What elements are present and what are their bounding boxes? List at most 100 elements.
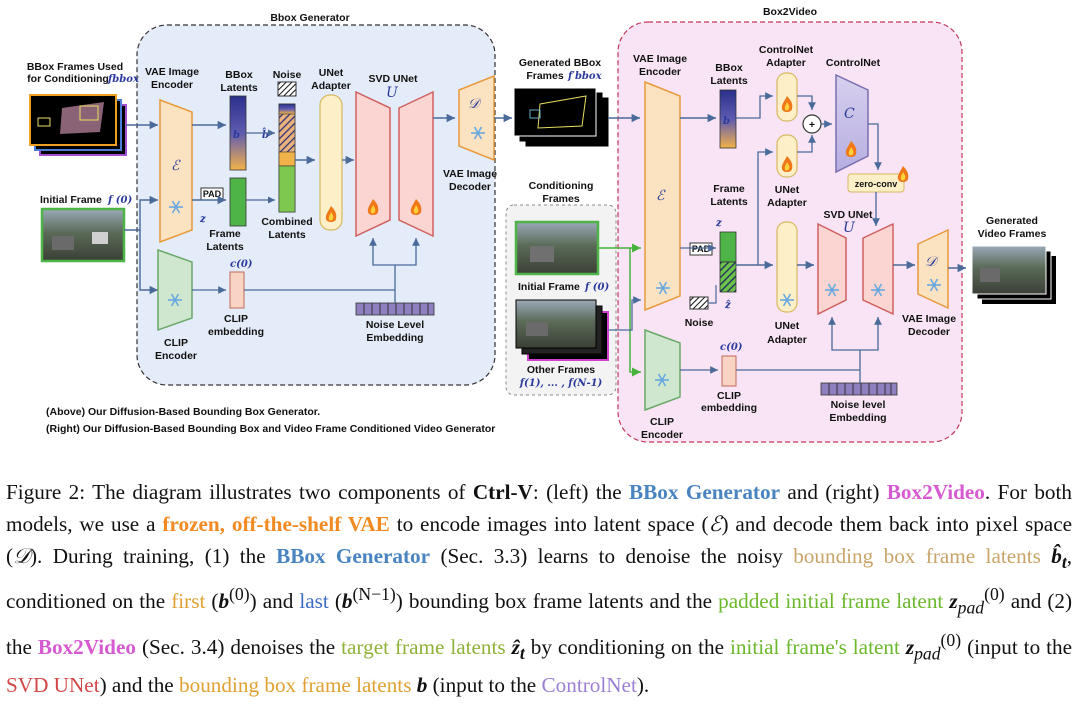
- b2v-bbox-latents-label-1: BBox: [715, 62, 743, 74]
- b-hat-symbol: b̂: [262, 128, 269, 141]
- clip-embedding-block: [229, 271, 245, 309]
- bbox-frames-stack: [29, 94, 127, 156]
- b2v-noise-level-embedding-bar: [820, 382, 898, 396]
- other-frames-idx: f(1), ... , f(N-1): [519, 378, 603, 389]
- encoder-symbol: ℰ: [171, 158, 181, 174]
- noise-block: [277, 81, 297, 97]
- b2v-z-pad-symbol: z: [715, 218, 722, 229]
- b2v-unet-adapter-label-1: UNet: [775, 184, 800, 196]
- b2v-svd-unet-encoder: [817, 222, 847, 316]
- b2v-frame-latents-label-2: Latents: [710, 196, 748, 208]
- arrow-frame-to-clip: [139, 230, 158, 295]
- vae-decoder-block: [458, 74, 495, 162]
- right-note: (Right) Our Diffusion-Based Bounding Box…: [46, 423, 495, 435]
- arrow-frame-to-encoder: [124, 195, 158, 231]
- combined-latents-label-1: Combined: [261, 216, 312, 228]
- b2v-noise-label: Noise: [685, 317, 714, 329]
- bbox-latents-label-1: BBox: [225, 69, 253, 81]
- b-symbol: b: [233, 130, 240, 141]
- b2v-unet-adapter-b-label-2: Adapter: [767, 334, 807, 346]
- controlnet-block: [835, 73, 869, 174]
- b2v-clip-embedding-block: [721, 355, 737, 387]
- generated-bbox-label-2: Frames: [526, 70, 564, 82]
- architecture-diagram: Bbox Generator Box2Video BBox Frames Use…: [27, 6, 1056, 443]
- bbox-latents-label-2: Latents: [220, 82, 258, 94]
- combined-latents-label-2: Latents: [268, 229, 306, 241]
- b2v-noise-level-label-1: Noise level: [831, 399, 886, 411]
- frame-latents-label-2: Latents: [206, 241, 244, 253]
- clip-encoder-label-2: Encoder: [155, 350, 197, 362]
- conditioning-frames-label-1: Conditioning: [529, 180, 594, 192]
- b2v-bbox-latents-block: [719, 89, 737, 149]
- b2v-clip-embedding-label-2: embedding: [701, 402, 757, 414]
- clip-embedding-label-2: embedding: [208, 326, 264, 338]
- sum-symbol: +: [809, 119, 815, 131]
- unet-adapter-label-1: UNet: [319, 67, 344, 79]
- b2v-vae-encoder-label-1: VAE Image: [633, 53, 687, 65]
- generated-video-label-1: Generated: [986, 215, 1038, 227]
- b2v-clip-encoder-block: [644, 328, 681, 412]
- conditioning-initial-frame: [514, 220, 600, 276]
- controlnet-adapter-label-1: ControlNet: [759, 44, 814, 56]
- c-xi-symbol: C: [844, 106, 855, 122]
- clip-encoder-block: [157, 248, 193, 332]
- b2v-vae-encoder-block: [644, 80, 681, 312]
- noise-level-label-1: Noise Level: [366, 319, 424, 331]
- other-frames-label: Other Frames: [527, 364, 595, 376]
- conditioning-frames-label-2: Frames: [542, 193, 580, 205]
- noise-level-embedding-bar: [355, 302, 435, 316]
- controlnet-label: ControlNet: [826, 57, 881, 69]
- svd-unet-label: SVD UNet: [368, 73, 418, 85]
- bbox-generator-title: Bbox Generator: [270, 12, 349, 24]
- b2v-u-theta-symbol: U: [843, 220, 856, 236]
- b2v-frame-latents-label-1: Frame: [713, 183, 745, 195]
- b2v-noisy-frame-latents: [719, 261, 737, 293]
- b2v-clip-embedding-label-1: CLIP: [717, 390, 741, 402]
- b2v-b-symbol: b: [723, 116, 730, 127]
- b2v-vae-encoder-label-2: Encoder: [639, 66, 681, 78]
- above-note: (Above) Our Diffusion-Based Bounding Box…: [46, 406, 320, 418]
- generated-bbox-frames-stack: [513, 87, 609, 147]
- f-bbox-prime-symbol: f′bbox: [567, 71, 603, 82]
- zero-conv-label: zero-conv: [855, 179, 898, 189]
- vae-encoder-label-1: VAE Image: [145, 66, 199, 78]
- figure-caption: Figure 2: The diagram illustrates two co…: [6, 480, 1073, 697]
- b2v-unet-adapter-b-label-1: UNet: [775, 320, 800, 332]
- for-conditioning-label: for Conditioning: [27, 73, 109, 85]
- initial-frame-image: [40, 207, 126, 263]
- b2v-c0-symbol: c(0): [720, 342, 743, 353]
- unet-adapter-label-2: Adapter: [311, 80, 351, 92]
- generated-bbox-label-1: Generated BBox: [519, 57, 601, 69]
- b2v-clip-encoder-label-1: CLIP: [650, 416, 674, 428]
- vae-encoder-block: [159, 98, 193, 244]
- green-arrow-cond-to-clip: [629, 248, 641, 377]
- svd-unet-decoder: [398, 90, 434, 238]
- f0-symbol: f (0): [107, 195, 132, 206]
- generated-video-label-2: Video Frames: [978, 228, 1047, 240]
- pad-label: PAD: [203, 189, 222, 199]
- frame-latents-block: [229, 177, 247, 227]
- b2v-frame-latents-block: [719, 231, 737, 263]
- unet-adapter-block: [319, 94, 343, 231]
- b2v-decoder-symbol: 𝒟: [925, 254, 939, 270]
- b2v-unet-adapter-bottom-block: [776, 221, 798, 313]
- vae-decoder-label-2: Decoder: [449, 181, 491, 193]
- b2v-pad-label: PAD: [692, 244, 711, 254]
- cond-f0-symbol: f (0): [584, 282, 609, 293]
- bbox-frames-used-label: BBox Frames Used: [27, 61, 123, 73]
- b2v-noise-block: [689, 296, 709, 310]
- b2v-noise-level-label-2: Embedding: [829, 412, 886, 424]
- noise-label: Noise: [273, 69, 302, 81]
- frame-latents-label-1: Frame: [209, 228, 241, 240]
- f-bbox-symbol: fbbox: [107, 74, 140, 85]
- ctrl-v-name: Ctrl-V: [472, 480, 533, 504]
- b2v-vae-decoder-label-1: VAE Image: [902, 313, 956, 325]
- generated-video-frames-stack: [971, 245, 1056, 304]
- other-frames-stack: [515, 299, 609, 361]
- vae-encoder-label-2: Encoder: [151, 79, 193, 91]
- b2v-bbox-latents-label-2: Latents: [710, 75, 748, 87]
- z-hat-symbol: ẑ: [724, 300, 731, 311]
- b2v-unet-adapter-label-2: Adapter: [767, 197, 807, 209]
- decoder-symbol: 𝒟: [468, 96, 482, 112]
- z-pad-symbol: z: [199, 214, 206, 225]
